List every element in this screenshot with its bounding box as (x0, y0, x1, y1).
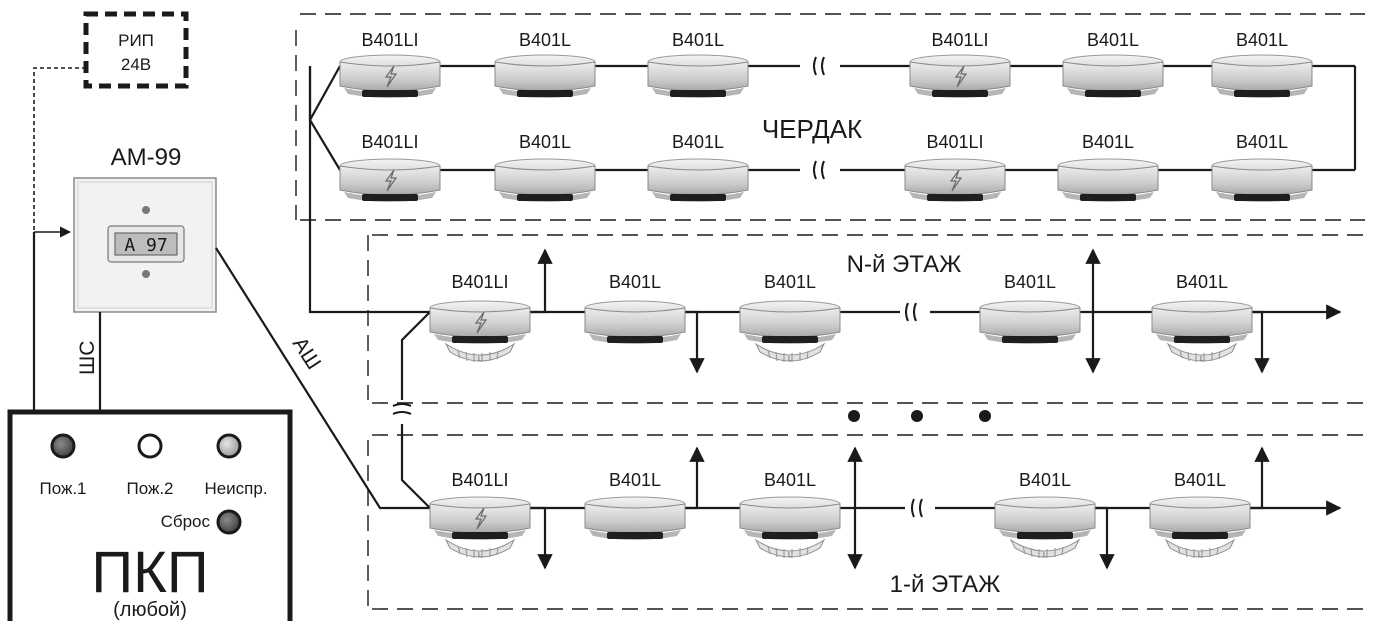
branch-arrows (530, 248, 1270, 570)
reset-button[interactable] (216, 509, 242, 535)
detector-attic-row1-1: B401LI (339, 30, 441, 99)
detector-label: B401L (1236, 132, 1288, 152)
pkp-led2-label: Пож.2 (126, 479, 173, 498)
detector-floor-1-4: B401L (995, 470, 1095, 559)
detector-attic-row2-6: B401L (1211, 132, 1313, 203)
detector-label: B401LI (451, 470, 508, 490)
zone-label-attic: ЧЕРДАК (762, 114, 862, 144)
detector-attic-row2-4: B401LI (904, 132, 1006, 203)
detector-label: B401L (519, 30, 571, 50)
detector-label: B401L (519, 132, 571, 152)
pkp-subtitle: (любой) (113, 599, 187, 621)
wire-label-shs: ШС (76, 341, 99, 375)
detector-floor-1-5: B401L (1150, 470, 1250, 559)
detector-label: B401LI (926, 132, 983, 152)
detector-floor-n-2: B401L (584, 272, 686, 345)
detector-label: B401L (1082, 132, 1134, 152)
zone-borders (295, 13, 1365, 610)
detector-attic-row1-4: B401LI (909, 30, 1011, 99)
detector-label: B401L (672, 132, 724, 152)
detector-attic-row1-5: B401L (1062, 30, 1164, 99)
detector-attic-row1-2: B401L (494, 30, 596, 99)
am99-display: A 97 (124, 235, 167, 256)
power-line (33, 67, 86, 238)
detector-label: B401L (609, 470, 661, 490)
detector-label: B401L (1019, 470, 1071, 490)
detector-label: B401L (764, 470, 816, 490)
detector-floor-n-5: B401L (1152, 272, 1252, 363)
detector-floor-n-4: B401L (979, 272, 1081, 345)
pkp-led1-label: Пож.1 (39, 479, 86, 498)
detector-attic-row1-3: B401L (647, 30, 749, 99)
rip-power-supply: РИП 24В (83, 11, 189, 89)
rip-label-line1: РИП (118, 31, 154, 50)
pkp-title: ПКП (91, 540, 208, 605)
continuation-dots (848, 410, 991, 422)
detector-floor-1-2: B401L (584, 470, 686, 541)
detector-floor-n-3: B401L (740, 272, 840, 363)
led-fire1-icon (50, 433, 76, 459)
pkp-panel: Пож.1 Пож.2 Неиспр. Сброс ПКП (любой) (7, 409, 293, 621)
detector-label: B401LI (361, 132, 418, 152)
detector-label: B401LI (451, 272, 508, 292)
detector-floor-n-1: B401LI (430, 272, 530, 363)
detector-label: B401L (609, 272, 661, 292)
pkp-reset-label: Сброс (161, 512, 211, 531)
wire-label-ash: АШ (288, 333, 325, 373)
rip-label-line2: 24В (121, 55, 151, 74)
detector-attic-row2-1: B401LI (339, 132, 441, 203)
detector-label: B401L (1087, 30, 1139, 50)
detector-label: B401LI (931, 30, 988, 50)
am99-title: АМ-99 (111, 144, 182, 171)
detector-attic-row2-5: B401L (1057, 132, 1159, 203)
detector-label: B401L (1004, 272, 1056, 292)
detector-label: B401L (764, 272, 816, 292)
am99-module: A 97 (73, 177, 217, 313)
detector-label: B401L (1174, 470, 1226, 490)
zone-label-floor-n: N-й ЭТАЖ (847, 251, 962, 278)
detector-floor-1-1: B401LI (430, 470, 530, 559)
detector-floor-1-3: B401L (740, 470, 840, 559)
detector-label: B401LI (361, 30, 418, 50)
detector-attic-row2-2: B401L (494, 132, 596, 203)
detector-label: B401L (1236, 30, 1288, 50)
detector-label: B401L (1176, 272, 1228, 292)
led-fire2-icon (137, 433, 163, 459)
detector-attic-row2-3: B401L (647, 132, 749, 203)
detector-label: B401L (672, 30, 724, 50)
detectors: B401LI B401L B401L B401LI B401L B401L B401LI B4… (339, 30, 1313, 559)
pkp-led3-label: Неиспр. (204, 479, 267, 498)
detector-attic-row1-6: B401L (1211, 30, 1313, 99)
zone-label-floor-1: 1-й ЭТАЖ (890, 571, 1001, 598)
led-fault-icon (216, 433, 242, 459)
